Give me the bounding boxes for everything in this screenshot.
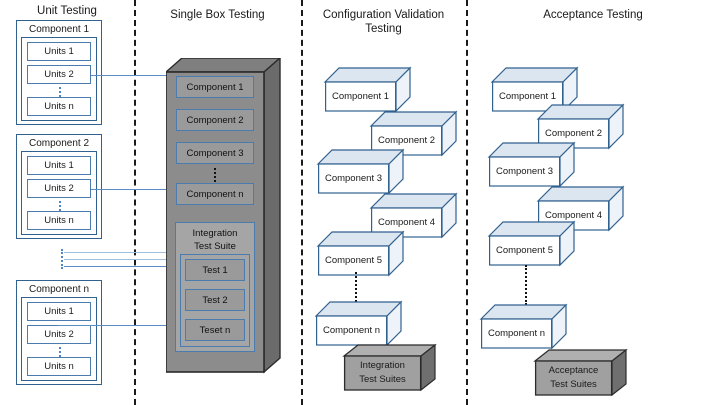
single-box-component-3[interactable]: Component 3: [176, 142, 254, 164]
unit-components-ellipsis: [61, 249, 63, 269]
connector-suite-feed-2: [64, 259, 174, 260]
config-components-ellipsis: [355, 272, 357, 302]
acceptance-component-2-label: Component 2: [544, 128, 603, 139]
column-title-single-box-testing: Single Box Testing: [170, 9, 265, 21]
connector-component-n-to-box: [58, 325, 174, 326]
unit-component-2-unit-1[interactable]: Units 1: [27, 156, 91, 175]
unit-component-n-ellipsis: [59, 347, 61, 357]
config-test-suites-line1: Integration: [360, 359, 405, 371]
acceptance-component-1[interactable]: Component 1: [490, 66, 579, 113]
single-box-3d[interactable]: Component 1 Component 2 Component 3 Comp…: [164, 56, 282, 380]
unit-component-2-label: Component 2: [28, 138, 90, 149]
config-component-2-label: Component 2: [377, 135, 436, 146]
column-divider-1: [134, 0, 136, 405]
acceptance-test-suites[interactable]: Acceptance Test Suites: [533, 348, 628, 398]
acceptance-component-3[interactable]: Component 3: [487, 141, 576, 188]
unit-component-2-unit-n[interactable]: Units n: [27, 211, 91, 230]
connector-component-2-to-box: [91, 189, 174, 190]
column-divider-3: [466, 0, 468, 405]
integration-test-suite-title-line2: Test Suite: [194, 241, 236, 252]
unit-component-1-unit-2[interactable]: Units 2: [27, 65, 91, 84]
connector-component-1-to-box: [91, 75, 174, 76]
config-component-1[interactable]: Component 1: [323, 66, 412, 113]
acceptance-component-5[interactable]: Component 5: [487, 220, 576, 267]
acceptance-component-5-label: Component 5: [495, 245, 554, 256]
acceptance-components-ellipsis: [525, 265, 527, 305]
unit-component-n-unit-n[interactable]: Units n: [27, 357, 91, 376]
integration-test-n[interactable]: Teset n: [185, 319, 245, 341]
config-component-3[interactable]: Component 3: [316, 148, 405, 195]
config-component-3-label: Component 3: [324, 173, 383, 184]
single-box-components-ellipsis: [214, 168, 216, 182]
acceptance-component-3-label: Component 3: [495, 166, 554, 177]
column-divider-2: [301, 0, 303, 405]
connector-suite-feed-3: [64, 266, 174, 267]
unit-component-1-label: Component 1: [28, 24, 90, 35]
single-box-component-1[interactable]: Component 1: [176, 76, 254, 98]
config-component-5-label: Component 5: [324, 255, 383, 266]
unit-component-1-unit-n[interactable]: Units n: [27, 97, 91, 116]
acceptance-test-suites-line2: Test Suites: [550, 378, 597, 390]
column-title-configuration-validation-testing-line2: Testing: [365, 23, 402, 35]
config-component-4-label: Component 4: [377, 217, 436, 228]
integration-test-1[interactable]: Test 1: [185, 259, 245, 281]
integration-test-2[interactable]: Test 2: [185, 289, 245, 311]
acceptance-component-n-label: Component n: [487, 328, 546, 339]
single-box-component-n[interactable]: Component n: [176, 183, 254, 205]
single-box-component-2[interactable]: Component 2: [176, 109, 254, 131]
unit-component-n-label: Component n: [28, 284, 90, 295]
acceptance-component-n[interactable]: Component n: [479, 303, 568, 350]
config-component-n[interactable]: Component n: [314, 300, 403, 347]
config-integration-test-suites[interactable]: Integration Test Suites: [342, 343, 437, 393]
unit-component-2-ellipsis: [59, 201, 61, 211]
column-title-unit-testing: Unit Testing: [37, 5, 97, 17]
config-component-5[interactable]: Component 5: [316, 230, 405, 277]
unit-component-n-unit-1[interactable]: Units 1: [27, 302, 91, 321]
config-component-n-label: Component n: [322, 325, 381, 336]
integration-test-suite-title-line1: Integration: [192, 228, 238, 239]
column-title-acceptance-testing: Acceptance Testing: [543, 9, 643, 21]
unit-component-n-unit-2[interactable]: Units 2: [27, 325, 91, 344]
unit-component-1-ellipsis: [59, 87, 61, 97]
unit-component-2-unit-2[interactable]: Units 2: [27, 179, 91, 198]
acceptance-component-4-label: Component 4: [544, 210, 603, 221]
config-test-suites-line2: Test Suites: [359, 373, 406, 385]
acceptance-component-1-label: Component 1: [498, 91, 557, 102]
config-component-1-label: Component 1: [331, 91, 390, 102]
column-title-configuration-validation-testing-line1: Configuration Validation: [322, 9, 445, 21]
acceptance-test-suites-line1: Acceptance: [548, 364, 599, 376]
connector-suite-feed-1: [64, 252, 174, 253]
unit-component-1-unit-1[interactable]: Units 1: [27, 42, 91, 61]
